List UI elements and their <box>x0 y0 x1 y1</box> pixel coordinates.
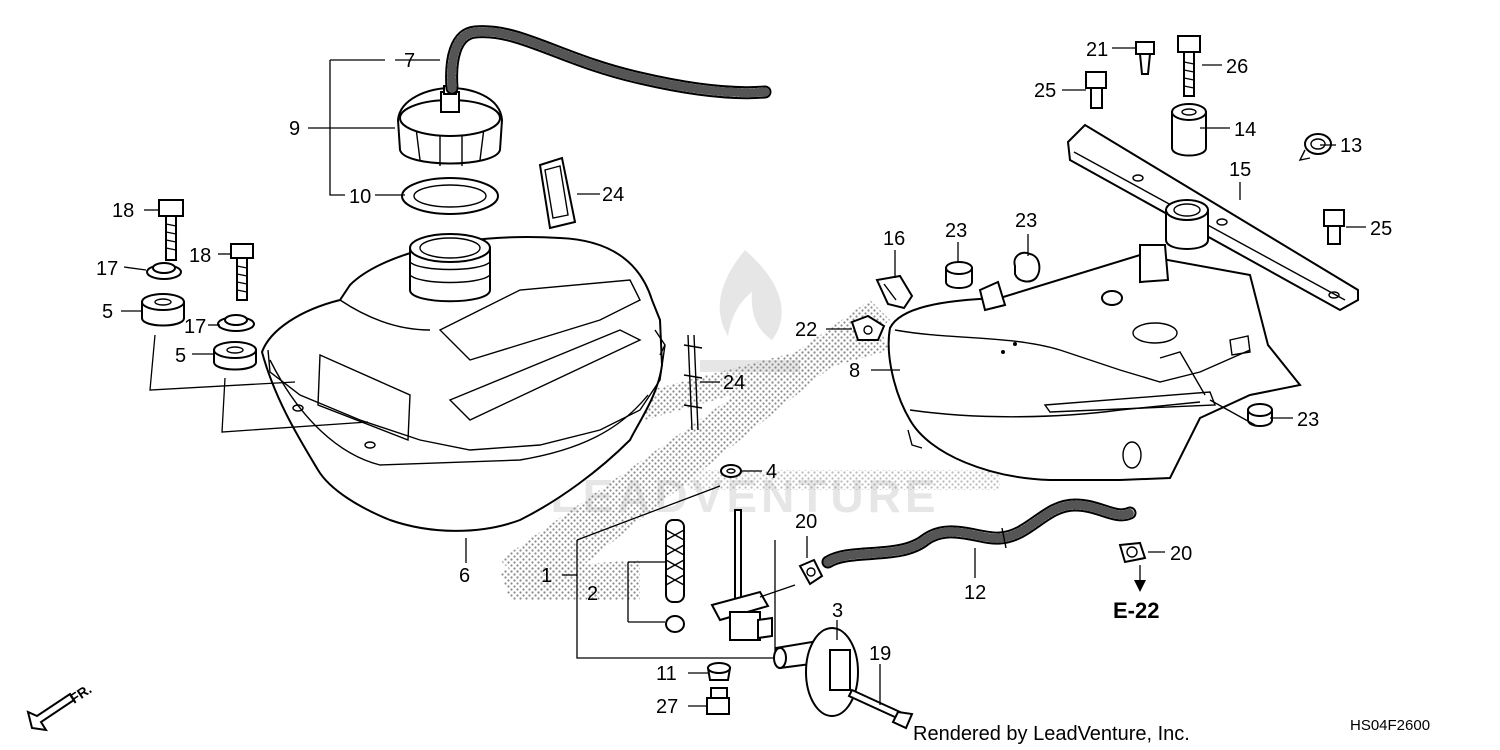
reference-e22: E-22 <box>1113 598 1159 623</box>
washer-4 <box>720 464 742 478</box>
callout-22: 22 <box>795 319 817 341</box>
callout-18-right: 18 <box>189 245 211 267</box>
valve-knob <box>773 627 859 717</box>
tank-band <box>538 156 577 230</box>
fuel-cap <box>396 85 504 166</box>
collar-17-left <box>146 262 182 280</box>
rubber-14 <box>1171 103 1207 157</box>
callout-12: 12 <box>964 582 986 604</box>
callout-4: 4 <box>766 461 777 483</box>
bolt-18-left <box>158 199 184 261</box>
bolt-18-right <box>230 243 254 301</box>
callout-15: 15 <box>1229 159 1251 181</box>
hose-clip-left <box>798 558 824 586</box>
valve-assembly-bracket <box>576 540 776 659</box>
valve-leader <box>576 485 721 541</box>
callout-1: 1 <box>541 565 552 587</box>
tank-stay <box>1066 123 1359 312</box>
callout-3: 3 <box>832 600 843 622</box>
callout-20-right: 20 <box>1170 543 1192 565</box>
callout-6: 6 <box>459 565 470 587</box>
render-credit: Rendered by LeadVenture, Inc. <box>913 723 1190 745</box>
strainer-leader <box>627 561 665 623</box>
callout-24-band: 24 <box>723 372 745 394</box>
callout-9: 9 <box>289 118 300 140</box>
callout-18-left: 18 <box>112 200 134 222</box>
callout-11: 11 <box>656 663 677 685</box>
callout-23-a: 23 <box>945 220 967 242</box>
watermark-logo <box>700 250 800 372</box>
rubber-5-right <box>213 341 257 371</box>
callout-26: 26 <box>1226 56 1248 78</box>
callout-7: 7 <box>404 50 415 72</box>
grommet-23-b <box>1013 251 1041 283</box>
strainer-2 <box>665 519 685 633</box>
callout-2: 2 <box>587 583 598 605</box>
callout-17-right: 17 <box>184 316 206 338</box>
callout-13: 13 <box>1340 135 1362 157</box>
bolt-25-right <box>1323 209 1345 245</box>
clamp-13 <box>1298 133 1332 161</box>
callout-5-right: 5 <box>175 345 186 367</box>
bolt-26 <box>1177 35 1201 97</box>
callout-25-top: 25 <box>1034 80 1056 102</box>
callout-19: 19 <box>869 643 891 665</box>
band-clip <box>683 334 703 431</box>
fuel-valve <box>710 509 796 641</box>
clip-22 <box>850 314 886 341</box>
front-direction-arrow: FR. <box>26 681 94 732</box>
callout-27: 27 <box>656 696 678 718</box>
reference-arrow <box>1134 580 1146 592</box>
grommet-23-c <box>1247 403 1273 427</box>
callout-16: 16 <box>883 228 905 250</box>
callout-23-b: 23 <box>1015 210 1037 232</box>
diagram-code: HS04F2600 <box>1350 717 1430 734</box>
callout-20-left: 20 <box>795 511 817 533</box>
callout-8: 8 <box>849 360 860 382</box>
rubber-5-left <box>141 293 185 327</box>
bolt-25-top <box>1085 71 1107 109</box>
callout-25-right: 25 <box>1370 218 1392 240</box>
callout-10: 10 <box>349 186 371 208</box>
callout-labels: 7 9 10 24 18 17 5 18 17 5 24 6 4 1 2 3 1… <box>96 39 1392 718</box>
grommet-23-a <box>945 261 973 289</box>
bolt-19 <box>847 688 914 730</box>
callout-24-top: 24 <box>602 184 624 206</box>
callout-5-left: 5 <box>102 301 113 323</box>
fuel-tank-tray <box>887 244 1302 481</box>
callout-21: 21 <box>1086 39 1108 61</box>
screw-27 <box>706 687 730 715</box>
callout-leaders <box>121 47 1366 707</box>
collar-17-right <box>217 314 255 332</box>
breather-hose <box>445 25 772 100</box>
rubber-mount-leader <box>149 334 369 433</box>
cap-gasket <box>401 177 499 215</box>
fuel-tank <box>260 233 666 532</box>
nut-11 <box>706 662 732 681</box>
callout-23-c: 23 <box>1297 409 1319 431</box>
callout-14: 14 <box>1234 119 1256 141</box>
clip-16 <box>875 274 914 310</box>
hose-clip-right <box>1118 541 1147 564</box>
callout-17-left: 17 <box>96 258 118 280</box>
screw-21 <box>1135 41 1155 75</box>
fuel-hose <box>821 498 1137 569</box>
